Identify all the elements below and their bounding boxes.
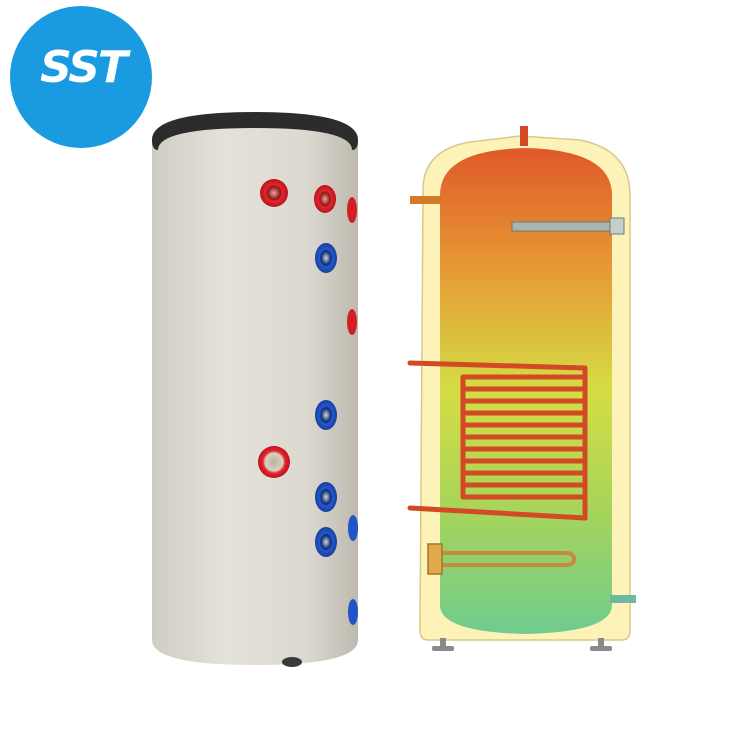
cold-water-port-1 — [315, 243, 337, 273]
hot-water-port-3 — [347, 197, 357, 223]
logo-text: SST — [40, 42, 128, 93]
logo-icon: SST — [8, 4, 154, 150]
hot-water-port-2 — [314, 185, 336, 213]
hot-water-port-1 — [260, 179, 288, 207]
cold-water-port-3 — [315, 482, 337, 512]
sensor-port — [258, 446, 290, 478]
tank-feet — [432, 638, 612, 651]
cold-water-port-4 — [315, 527, 337, 557]
tank-exterior — [152, 112, 358, 667]
electric-heater-element — [427, 543, 577, 575]
logo-circle — [10, 6, 152, 148]
hot-water-port-4 — [347, 309, 357, 335]
cold-water-port-6 — [348, 599, 358, 625]
cold-water-port-2 — [315, 400, 337, 430]
tank-cutaway — [407, 126, 636, 651]
heat-exchanger-coil — [407, 360, 588, 521]
cold-water-port-5 — [348, 515, 358, 541]
